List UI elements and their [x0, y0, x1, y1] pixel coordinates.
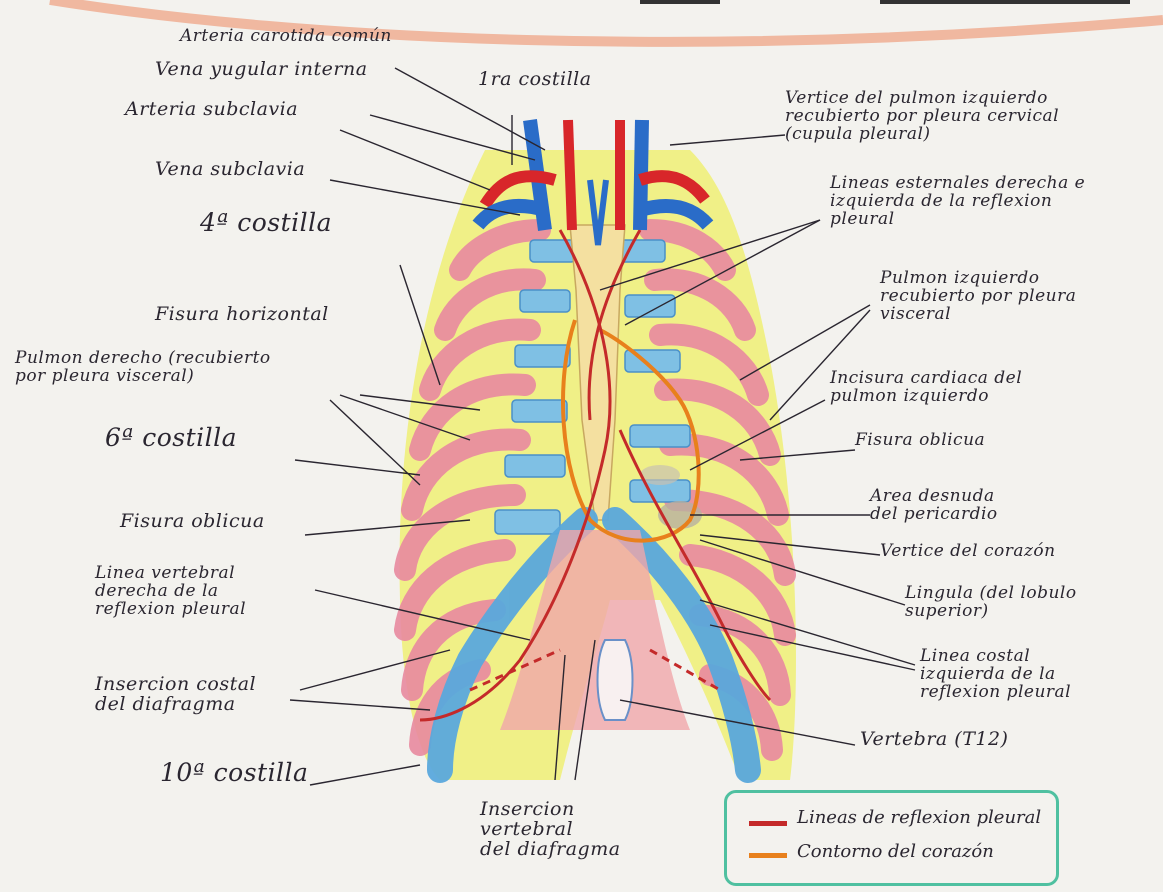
- label-incisura-cardiaca: Incisura cardiaca del pulmon izquierdo: [830, 370, 1022, 406]
- label-fisura-oblicua-left: Fisura oblicua: [120, 512, 265, 532]
- label-pulmon-derecho: Pulmon derecho (recubierto por pleura vi…: [15, 350, 271, 386]
- vertebra: [598, 640, 633, 720]
- legend-swatch-heart: [749, 853, 787, 858]
- label-area-pericardio: Area desnuda del pericardio: [870, 488, 998, 524]
- label-vena-subclavia: Vena subclavia: [155, 160, 305, 180]
- label-arteria-carotida: Arteria carotida común: [180, 28, 392, 46]
- legend-label-heart: Contorno del corazón: [797, 841, 994, 862]
- label-lineas-esternales: Lineas esternales derecha e izquierda de…: [830, 175, 1085, 229]
- label-pulmon-izquierdo: Pulmon izquierdo recubierto por pleura v…: [880, 270, 1076, 324]
- legend-swatch-pleural: [749, 821, 787, 826]
- label-linea-vertebral: Linea vertebral derecha de la reflexion …: [95, 565, 246, 619]
- legend-label-pleural: Lineas de reflexion pleural: [797, 807, 1041, 828]
- label-lingula: Lingula (del lobulo superior): [905, 585, 1077, 621]
- label-fisura-oblicua-right: Fisura oblicua: [855, 432, 985, 450]
- legend: Lineas de reflexion pleural Contorno del…: [724, 790, 1059, 886]
- label-sexta-costilla: 6ª costilla: [105, 425, 237, 451]
- label-primera-costilla: 1ra costilla: [478, 70, 592, 90]
- label-decima-costilla: 10ª costilla: [160, 760, 308, 786]
- label-vertice-pulmon: Vertice del pulmon izquierdo recubierto …: [785, 90, 1059, 144]
- label-linea-costal: Linea costal izquierda de la reflexion p…: [920, 648, 1071, 702]
- label-insercion-costal: Insercion costal del diafragma: [95, 675, 256, 715]
- label-fisura-horizontal: Fisura horizontal: [155, 305, 329, 325]
- label-vertebra: Vertebra (T12): [860, 730, 1008, 750]
- label-vena-yugular: Vena yugular interna: [155, 60, 368, 80]
- label-arteria-subclavia: Arteria subclavia: [125, 100, 298, 120]
- label-vertice-corazon: Vertice del corazón: [880, 543, 1056, 561]
- label-cuarta-costilla: 4ª costilla: [200, 210, 332, 236]
- label-insercion-vertebral: Insercion vertebral del diafragma: [480, 800, 621, 860]
